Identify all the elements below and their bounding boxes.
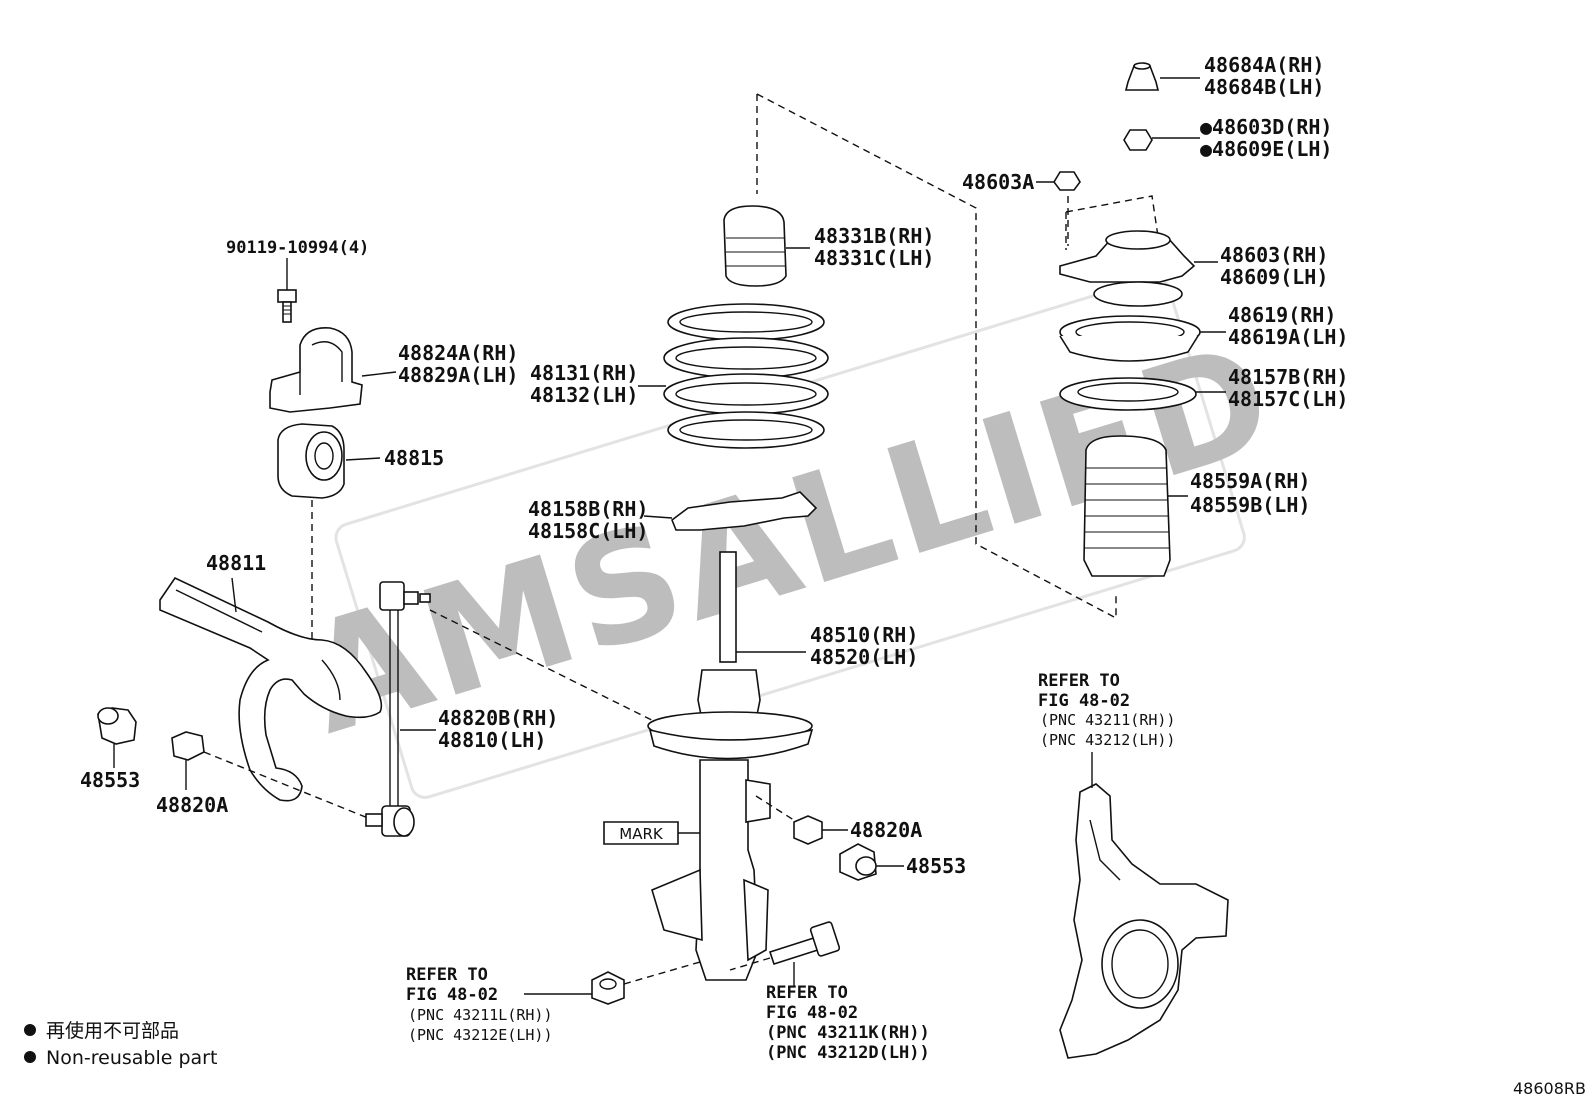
ref-nut-pnc2: (PNC 43212E(LH)): [408, 1026, 553, 1044]
coil-spring: [638, 303, 829, 449]
ref-bolt: REFER TO FIG 48-02 (PNC 43211K(RH)) (PNC…: [766, 983, 930, 1063]
label-48820b: 48820B(RH): [438, 706, 558, 730]
ref-knuckle-line2: FIG 48-02: [1038, 691, 1130, 711]
label-48619: 48619(RH): [1228, 303, 1336, 327]
label-48158c: 48158C(LH): [528, 519, 648, 543]
ref-bolt-pnc2: (PNC 43212D(LH)): [766, 1043, 930, 1063]
label-48603d: ●48603D(RH): [1200, 115, 1332, 139]
ref-knuckle-pnc1: (PNC 43211(RH)): [1040, 711, 1175, 729]
label-90119: 90119-10994(4): [226, 238, 369, 258]
label-48603: 48603(RH): [1220, 243, 1328, 267]
label-48559b: 48559B(LH): [1190, 493, 1310, 517]
label-48331b: 48331B(RH): [814, 224, 934, 248]
stabilizer-link: [365, 581, 701, 837]
cap-48684: [1124, 62, 1200, 91]
label-48559a: 48559A(RH): [1190, 469, 1310, 493]
label-48553-right: 48553: [906, 854, 966, 878]
ref-bolt-pnc1: (PNC 43211K(RH)): [766, 1023, 930, 1043]
label-48609: 48609(LH): [1220, 265, 1328, 289]
spring-upper-insulator: [1059, 377, 1226, 411]
bearing: [1059, 315, 1226, 362]
strut-nut: [524, 961, 701, 1005]
nut-48553-left: [97, 707, 137, 768]
ref-knuckle-pnc2: (PNC 43212(LH)): [1040, 731, 1175, 749]
label-48815: 48815: [384, 446, 444, 470]
label-48811: 48811: [206, 551, 266, 575]
label-48553-left: 48553: [80, 768, 140, 792]
nut-48553-right: [839, 843, 904, 881]
label-48684a: 48684A(RH): [1204, 53, 1324, 77]
ref-nut-line2: FIG 48-02: [406, 985, 498, 1005]
label-48820a-right: 48820A: [850, 818, 922, 842]
label-48829a: 48829A(LH): [398, 363, 518, 387]
upper-support: [1059, 230, 1218, 307]
dust-boot: [1083, 435, 1188, 577]
legend-bullet-icon: [24, 1024, 36, 1036]
ref-nut-pnc1: (PNC 43211L(RH)): [408, 1006, 553, 1024]
ref-knuckle: REFER TO FIG 48-02 (PNC 43211(RH)) (PNC …: [1038, 671, 1175, 749]
strut-bolt: [729, 921, 841, 986]
label-48609e: ●48609E(LH): [1200, 137, 1332, 161]
ref-bolt-line1: REFER TO: [766, 983, 848, 1003]
label-48824a: 48824A(RH): [398, 341, 518, 365]
legend: 再使用不可部品 Non-reusable part: [24, 1020, 217, 1069]
spring-lower-insulator: [643, 491, 818, 531]
ref-nut: REFER TO FIG 48-02 (PNC 43211L(RH)) (PNC…: [406, 965, 553, 1044]
label-48820a-left: 48820A: [156, 793, 228, 817]
ref-knuckle-line1: REFER TO: [1038, 671, 1120, 691]
steering-knuckle: [1059, 752, 1229, 1059]
label-48510: 48510(RH): [810, 623, 918, 647]
mark-label: MARK: [619, 825, 664, 843]
legend-bullet-icon: [24, 1051, 36, 1063]
bump-stopper: [723, 205, 810, 287]
stabilizer-bracket: [269, 327, 397, 413]
stabilizer-bushing: [277, 423, 381, 499]
label-48157b: 48157B(RH): [1228, 365, 1348, 389]
label-48810: 48810(LH): [438, 728, 546, 752]
label-48157c: 48157C(LH): [1228, 387, 1348, 411]
ref-nut-line1: REFER TO: [406, 965, 488, 985]
legend-japanese: 再使用不可部品: [46, 1020, 179, 1042]
label-48132: 48132(LH): [530, 383, 638, 407]
nut-48820a-right: [793, 815, 848, 845]
label-48331c: 48331C(LH): [814, 246, 934, 270]
label-48131: 48131(RH): [530, 361, 638, 385]
label-48158b: 48158B(RH): [528, 497, 648, 521]
stabilizer-bar: [159, 576, 383, 802]
ref-bolt-line2: FIG 48-02: [766, 1003, 858, 1023]
nut-48820a-left: [171, 731, 369, 819]
nut-48603d: [1123, 129, 1200, 151]
label-48520: 48520(LH): [810, 645, 918, 669]
label-48619a: 48619A(LH): [1228, 325, 1348, 349]
legend-english: Non-reusable part: [46, 1047, 217, 1069]
guide-line-upper: [756, 93, 1117, 620]
label-48603a: 48603A: [962, 170, 1034, 194]
bolt-90119: [277, 258, 297, 323]
label-48684b: 48684B(LH): [1204, 75, 1324, 99]
shock-absorber: [603, 551, 814, 981]
nut-48603a: [1036, 171, 1081, 246]
figure-code: 48608RB: [1513, 1079, 1586, 1098]
